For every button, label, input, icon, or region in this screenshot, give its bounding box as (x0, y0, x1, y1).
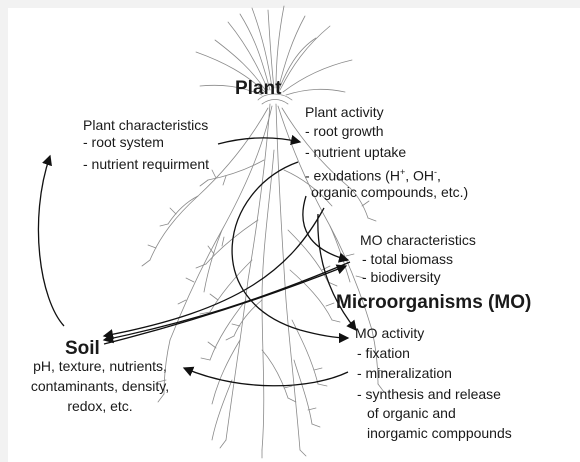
arrow-mo-activity-to-soil (184, 368, 348, 386)
arrow-exudations-to-mo-characteristics (303, 196, 348, 260)
arrow-exudations-to-soil (104, 208, 324, 336)
plant-activity-exudations: - exudations (H+, OH-, (305, 164, 441, 184)
mo-activity-item: - fixation (357, 345, 410, 362)
plant-activity-exudations-continued: organic compounds, etc.) (311, 184, 468, 201)
plant-characteristics-title: Plant characteristics (83, 117, 208, 134)
arrow-plant-characteristics-to-activity (218, 138, 300, 144)
plant-activity-item: - nutrient uptake (305, 144, 406, 161)
mo-characteristics-title: MO characteristics (360, 232, 476, 249)
mo-activity-item: inorgamic comppounds (367, 425, 512, 442)
mo-characteristics-item: - biodiversity (362, 269, 441, 286)
mo-characteristics-item: - total biomass (362, 251, 453, 268)
arrow-soil-to-plant-characteristics (38, 156, 64, 326)
mo-activity-item: - synthesis and release (357, 386, 501, 403)
plant-activity-item: - root growth (305, 123, 384, 140)
plant-heading: Plant (235, 78, 281, 100)
mo-activity-title: MO activity (355, 325, 424, 342)
soil-property-line: redox, etc. (10, 398, 190, 415)
plant-characteristics-item: - root system (83, 134, 164, 151)
microorganisms-heading: Microorganisms (MO) (336, 292, 531, 314)
soil-property-line: pH, texture, nutrients, (10, 358, 190, 375)
soil-property-line: contaminants, density, (10, 378, 190, 395)
plant-activity-title: Plant activity (305, 104, 384, 121)
mo-activity-item: - mineralization (357, 365, 452, 382)
soil-heading: Soil (65, 338, 100, 360)
plant-characteristics-item: - nutrient requirment (83, 156, 209, 173)
mo-activity-item: of organic and (367, 405, 456, 422)
